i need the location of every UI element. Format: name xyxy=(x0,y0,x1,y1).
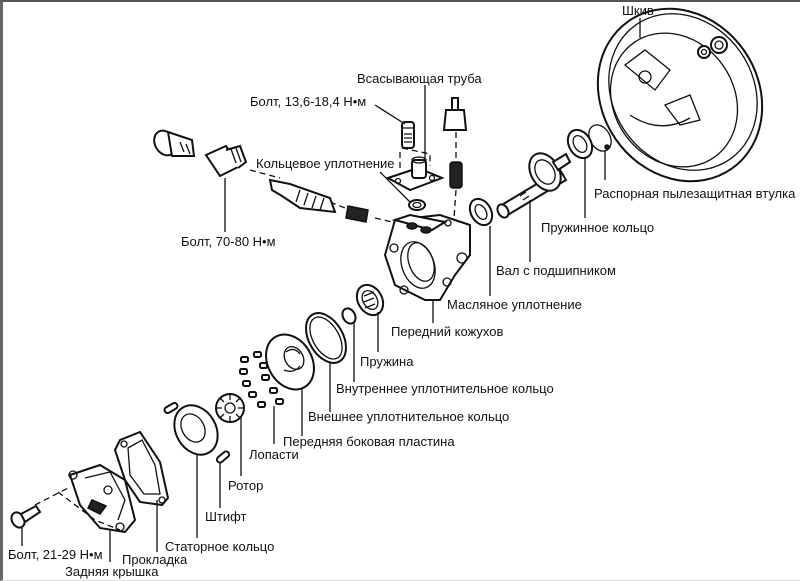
leader-lines xyxy=(21,18,641,562)
label-cam-ring: Статорное кольцо xyxy=(165,539,274,554)
dust-spacer xyxy=(566,128,594,160)
label-shaft-bearing: Вал с подшипником xyxy=(496,263,616,278)
bolt-21 xyxy=(10,504,42,529)
valve-spring xyxy=(345,205,369,223)
label-rear-cover: Задняя крышка xyxy=(65,564,159,579)
label-bolt-70: Болт, 70-80 Н•м xyxy=(181,234,276,249)
label-spring: Пружина xyxy=(360,354,414,369)
vanes xyxy=(239,351,284,408)
assembly-axis-left xyxy=(249,169,393,223)
label-dust-spacer: Распорная пылезащитная втулка xyxy=(594,186,796,201)
suction-pipe xyxy=(385,147,445,192)
union-bolt xyxy=(153,129,196,157)
bolt-13 xyxy=(401,121,415,149)
label-snap-ring: Пружинное кольцо xyxy=(541,220,654,235)
shaft-with-bearing xyxy=(496,152,572,219)
oil-seal xyxy=(468,197,494,227)
label-oil-seal: Масляное уплотнение xyxy=(447,297,582,312)
pulley xyxy=(596,7,764,183)
label-vanes: Лопасти xyxy=(249,447,299,462)
pressure-fitting xyxy=(442,97,468,219)
label-front-housing: Передний кожухов xyxy=(391,324,503,339)
label-o-ring: Кольцевое уплотнение xyxy=(256,156,395,171)
outer-seal-ring xyxy=(305,312,347,364)
label-bolt-13: Болт, 13,6-18,4 Н•м xyxy=(250,94,366,109)
label-pin: Штифт xyxy=(205,509,247,524)
rotor xyxy=(215,393,245,423)
front-housing xyxy=(383,213,471,301)
label-rotor: Ротор xyxy=(228,478,263,493)
cam-ring xyxy=(173,404,219,456)
label-suction-pipe: Всасывающая труба xyxy=(357,71,482,86)
label-front-side-plate: Передняя боковая пластина xyxy=(283,434,455,449)
o-ring xyxy=(408,199,426,211)
front-side-plate xyxy=(265,333,315,391)
label-bolt-21: Болт, 21-29 Н•м xyxy=(8,547,103,562)
spring xyxy=(355,283,385,317)
rear-cover xyxy=(34,463,137,534)
gasket xyxy=(113,430,170,507)
pins xyxy=(163,402,231,464)
bolt-70 xyxy=(204,144,248,178)
label-outer-seal-ring: Внешнее уплотнительное кольцо xyxy=(308,409,509,424)
pulley-nut xyxy=(697,36,728,59)
label-inner-seal-ring: Внутреннее уплотнительное кольцо xyxy=(336,381,554,396)
inner-seal-ring xyxy=(341,307,357,325)
label-gasket: Прокладка xyxy=(122,552,188,567)
flow-control-valve xyxy=(268,178,337,214)
label-pulley: Шкив xyxy=(622,3,654,18)
